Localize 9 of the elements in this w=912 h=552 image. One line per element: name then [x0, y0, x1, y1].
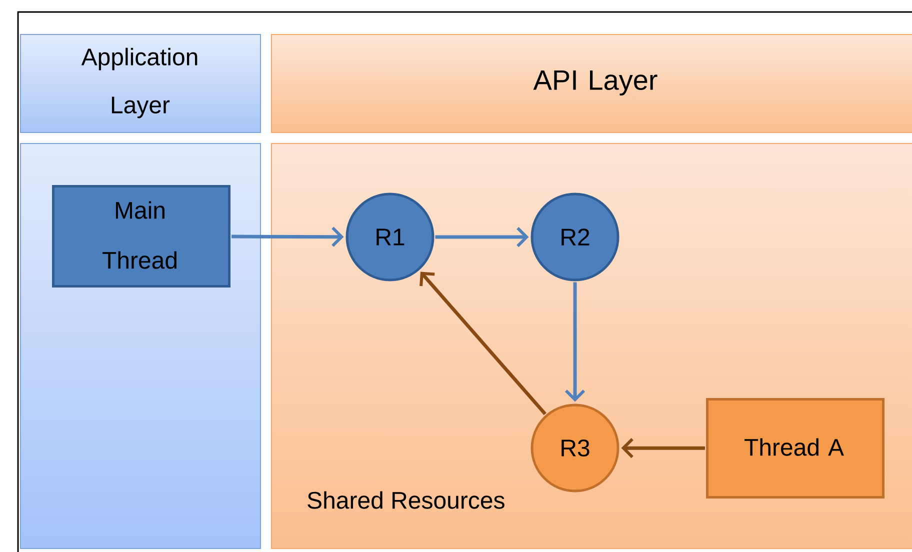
arrow: [564, 282, 586, 402]
arrow: [621, 438, 706, 458]
arrow: [435, 226, 529, 248]
layer-panel: API Layer: [271, 34, 912, 133]
thread-box: Main Thread: [52, 185, 230, 288]
arrow: [420, 272, 546, 416]
layer-panel: Application Layer: [20, 34, 261, 133]
thread-box: Thread A: [706, 398, 884, 498]
arrow: [232, 226, 344, 247]
